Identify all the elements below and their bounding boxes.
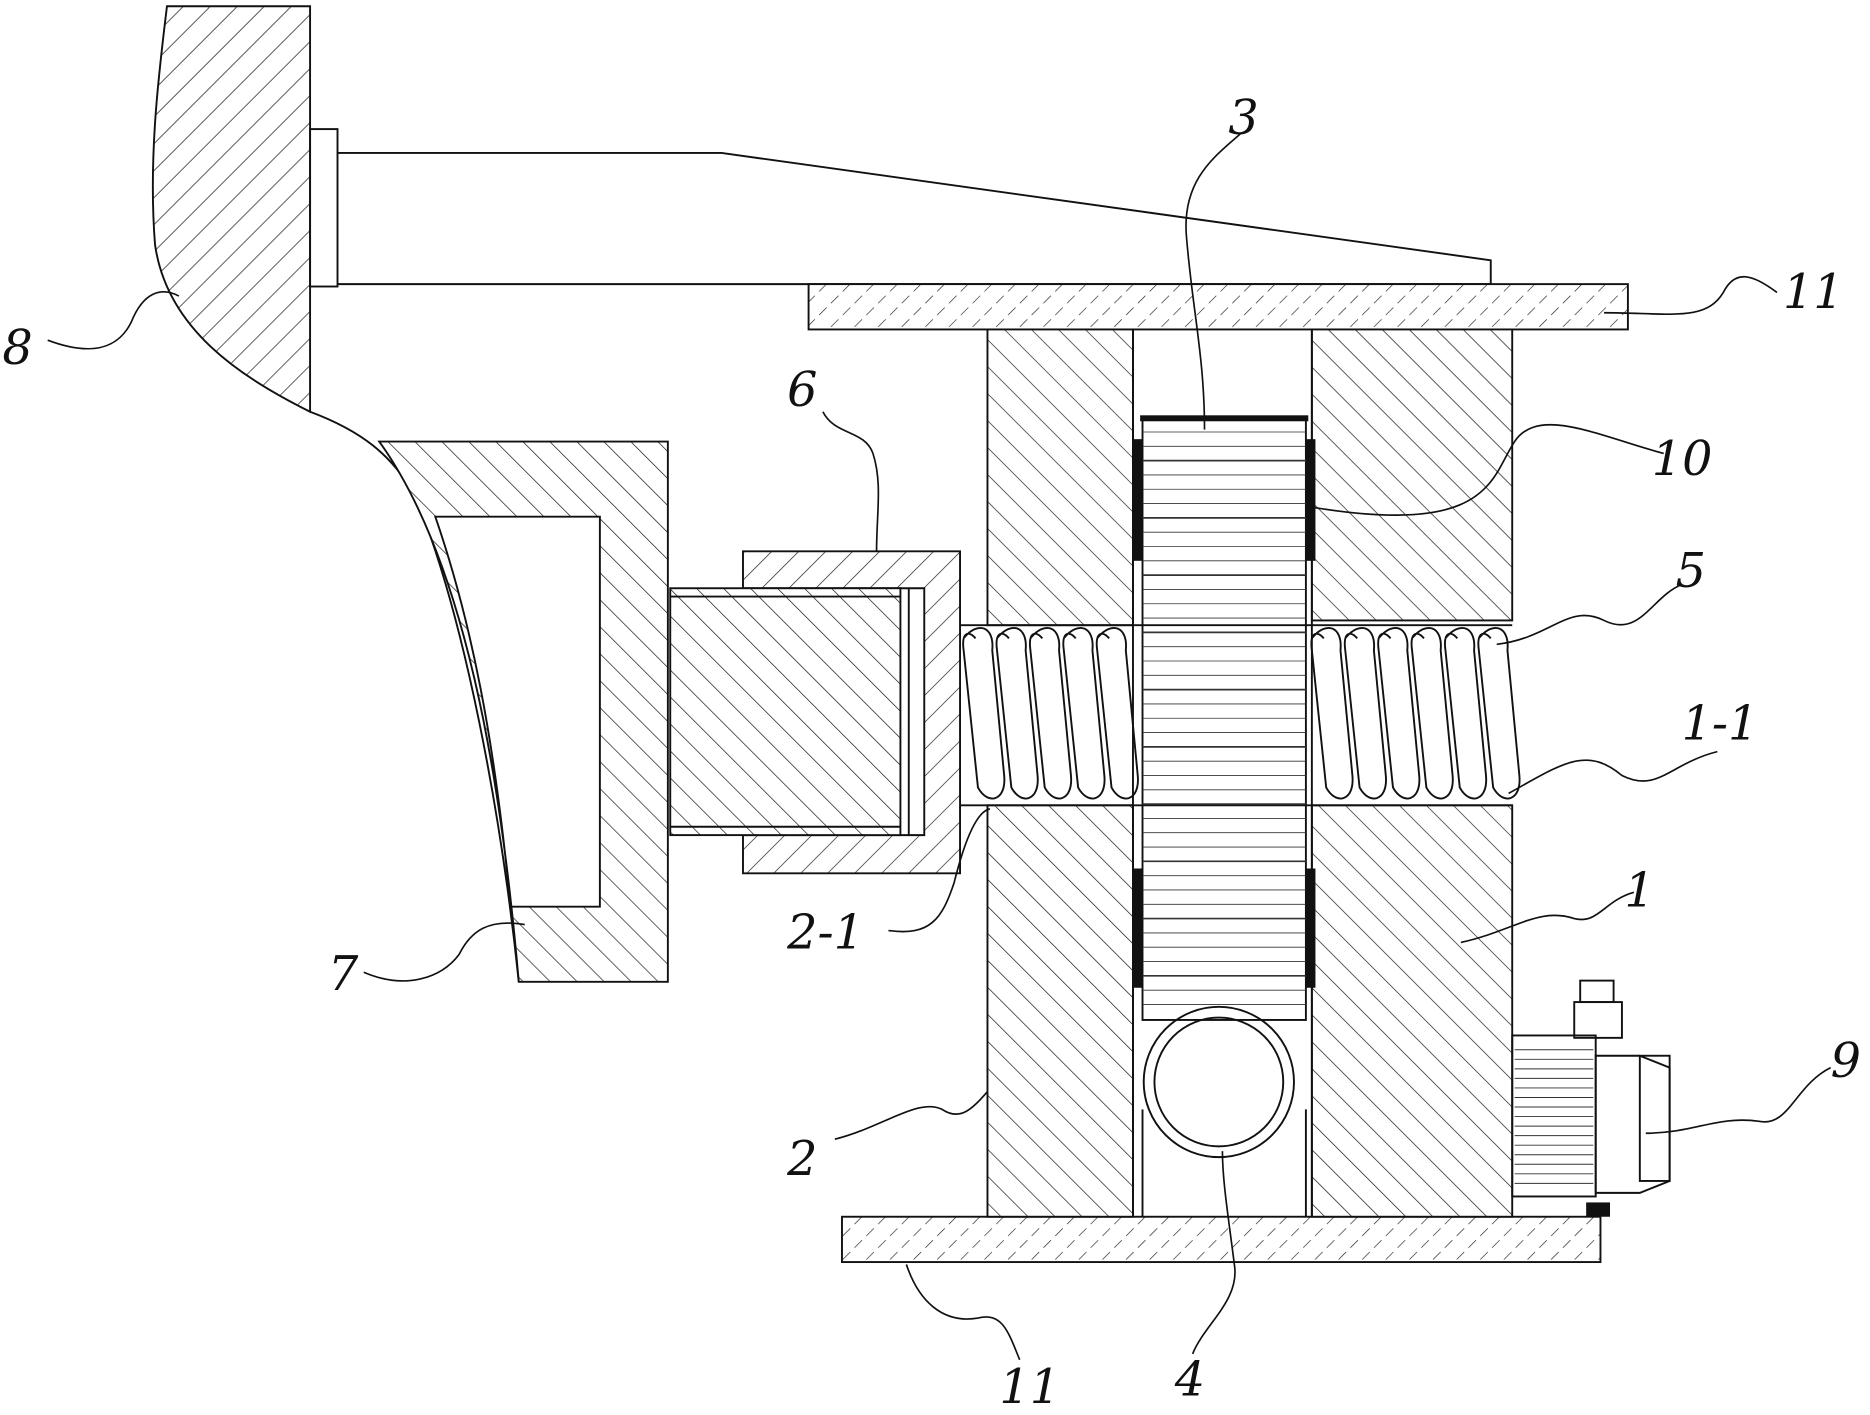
label-6: 6 <box>787 363 817 418</box>
leader-line-11-top <box>1604 277 1777 314</box>
screw-5 <box>963 628 1519 799</box>
spring-coil <box>1097 628 1138 799</box>
leader-line-9 <box>1646 1068 1831 1134</box>
motor-mount <box>1586 1202 1610 1216</box>
label-7: 7 <box>328 947 359 1002</box>
label-8: 8 <box>2 321 32 376</box>
arm <box>338 153 1491 284</box>
label-4: 4 <box>1174 1353 1205 1408</box>
label-5: 5 <box>1676 544 1706 599</box>
label-2-1: 2-1 <box>786 905 864 960</box>
label-11-top: 11 <box>1783 265 1844 320</box>
part-10-bar <box>1133 869 1143 988</box>
block-2-lower <box>987 805 1132 1216</box>
label-10: 10 <box>1652 432 1713 487</box>
gear-body <box>1143 418 1306 1020</box>
leader-line-8 <box>48 292 179 349</box>
part-10-bar <box>1306 869 1316 988</box>
part-8-body <box>153 6 310 411</box>
part-10-bar <box>1306 439 1316 561</box>
label-9: 9 <box>1831 1034 1861 1089</box>
motor-fins <box>1515 1050 1594 1184</box>
top-plate-11 <box>809 284 1628 329</box>
motor-end-cap <box>1640 1056 1670 1181</box>
block-1-upper <box>1312 329 1512 620</box>
part-7 <box>379 442 668 982</box>
block-2-upper <box>987 329 1132 625</box>
motor-connector <box>1574 1002 1622 1038</box>
label-11-bottom: 11 <box>999 1360 1060 1415</box>
leader-line-5 <box>1497 585 1682 645</box>
bracket-flange <box>310 129 337 286</box>
label-1: 1 <box>1624 864 1654 919</box>
leader-line-3 <box>1186 134 1240 430</box>
leader-line-7 <box>364 923 525 981</box>
gear-top-edge <box>1140 415 1308 421</box>
block-1-lower <box>1312 805 1512 1216</box>
worm-4-outer <box>1144 1007 1294 1157</box>
gear-3 <box>1133 415 1315 1020</box>
spring-coil <box>1478 628 1519 799</box>
motor-9 <box>1512 981 1669 1217</box>
part-10-bar <box>1133 439 1143 561</box>
label-1-1: 1-1 <box>1682 697 1759 752</box>
motor-connector-cap <box>1580 981 1613 1002</box>
leader-line-1-1 <box>1509 752 1718 794</box>
leader-line-11-bottom <box>906 1264 1019 1359</box>
leader-line-2 <box>835 1092 988 1140</box>
label-2: 2 <box>786 1132 817 1187</box>
leader-line-6 <box>823 412 879 552</box>
motor-end-housing <box>1596 1056 1670 1193</box>
bottom-plate-11 <box>842 1217 1600 1262</box>
label-3: 3 <box>1228 91 1258 146</box>
worm-4-inner <box>1154 1018 1283 1147</box>
part-6-insert <box>670 588 900 835</box>
